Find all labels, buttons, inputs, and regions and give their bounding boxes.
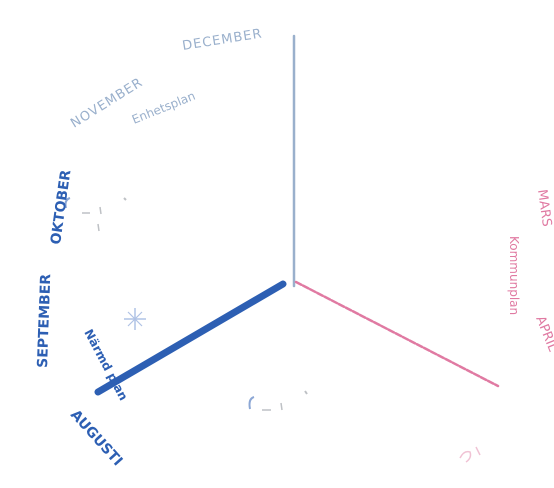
plan-label-narmdplan: Närmd plan [81, 327, 130, 403]
mark-cluster-bottom [248, 390, 308, 411]
month-label-april: APRIL [532, 314, 554, 354]
faint-remnant-mark [459, 446, 481, 463]
month-label-mars: MARS [534, 188, 554, 227]
narmdplan-axis [94, 280, 287, 396]
month-label-augusti: AUGUSTI [67, 407, 125, 469]
plan-label-kommunplan: Kommunplan [507, 236, 521, 315]
kommunplan-axis [294, 280, 500, 388]
sparkle-icon [124, 308, 146, 330]
plan-label-enhetsplan: Enhetsplan [130, 89, 197, 127]
mark-cluster-left [64, 197, 127, 232]
month-label-oktober: OKTOBER [48, 169, 74, 246]
month-label-september: SEPTEMBER [35, 273, 54, 368]
month-label-december: DECEMBER [181, 26, 263, 53]
